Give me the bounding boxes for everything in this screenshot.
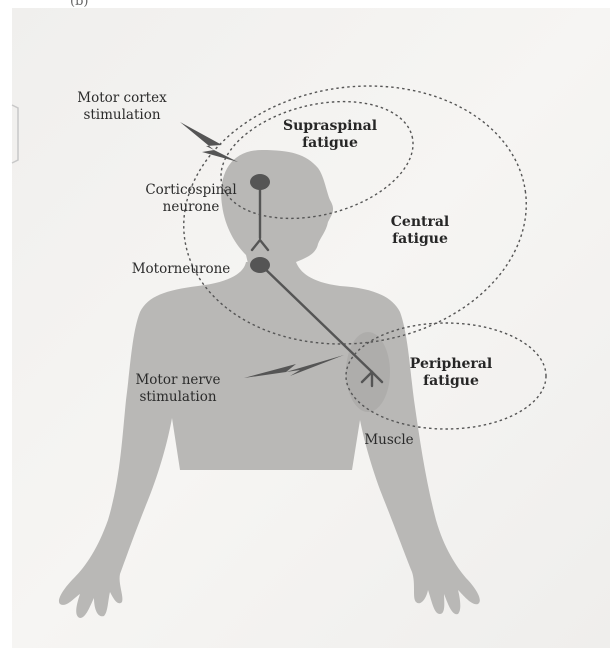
label-corticospinal-neurone: Corticospinal neurone: [132, 182, 250, 216]
label-central-fatigue: Central fatigue: [370, 214, 470, 248]
label-supraspinal-fatigue: Supraspinal fatigue: [270, 118, 390, 152]
caption-fragment: (b): [70, 0, 88, 9]
label-motor-nerve-stimulation: Motor nerve stimulation: [118, 372, 238, 406]
label-motor-cortex-stimulation: Motor cortex stimulation: [62, 90, 182, 124]
corticospinal-neurone-cell-body: [250, 174, 270, 190]
label-peripheral-fatigue: Peripheral fatigue: [396, 356, 506, 390]
label-motorneurone: Motorneurone: [120, 261, 242, 278]
muscle-shading: [346, 332, 390, 412]
label-muscle: Muscle: [354, 432, 424, 449]
page-margin: [0, 0, 12, 650]
motorneurone-cell-body: [250, 257, 270, 273]
